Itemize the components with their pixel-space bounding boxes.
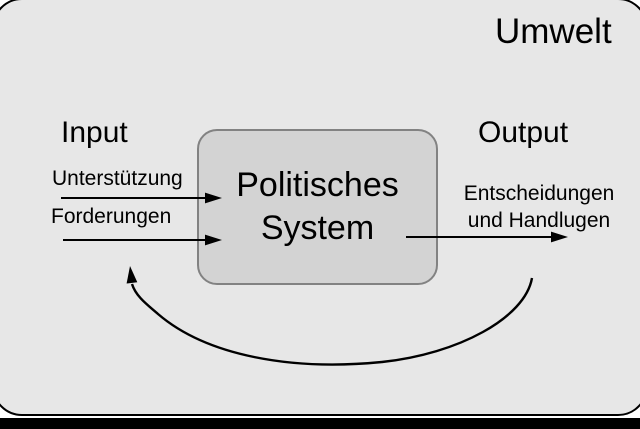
support-arrow-label: Unterstützung: [52, 167, 183, 190]
demands-arrow-label: Forderungen: [51, 205, 172, 228]
output-arrow-label: Entscheidungen und Handlugen: [454, 180, 624, 234]
environment-label: Umwelt: [495, 12, 612, 51]
input-label: Input: [61, 116, 128, 149]
output-label: Output: [478, 116, 569, 149]
political-system-box-line1: Politisches: [236, 166, 399, 204]
political-system-box-line2: System: [260, 209, 375, 247]
output-arrow-label-line2: und Handlugen: [467, 209, 611, 232]
output-arrow-label-line1: Entscheidungen: [463, 182, 615, 205]
political-system-box: Politisches System: [197, 129, 438, 285]
bottom-edge-bar: [0, 418, 640, 429]
